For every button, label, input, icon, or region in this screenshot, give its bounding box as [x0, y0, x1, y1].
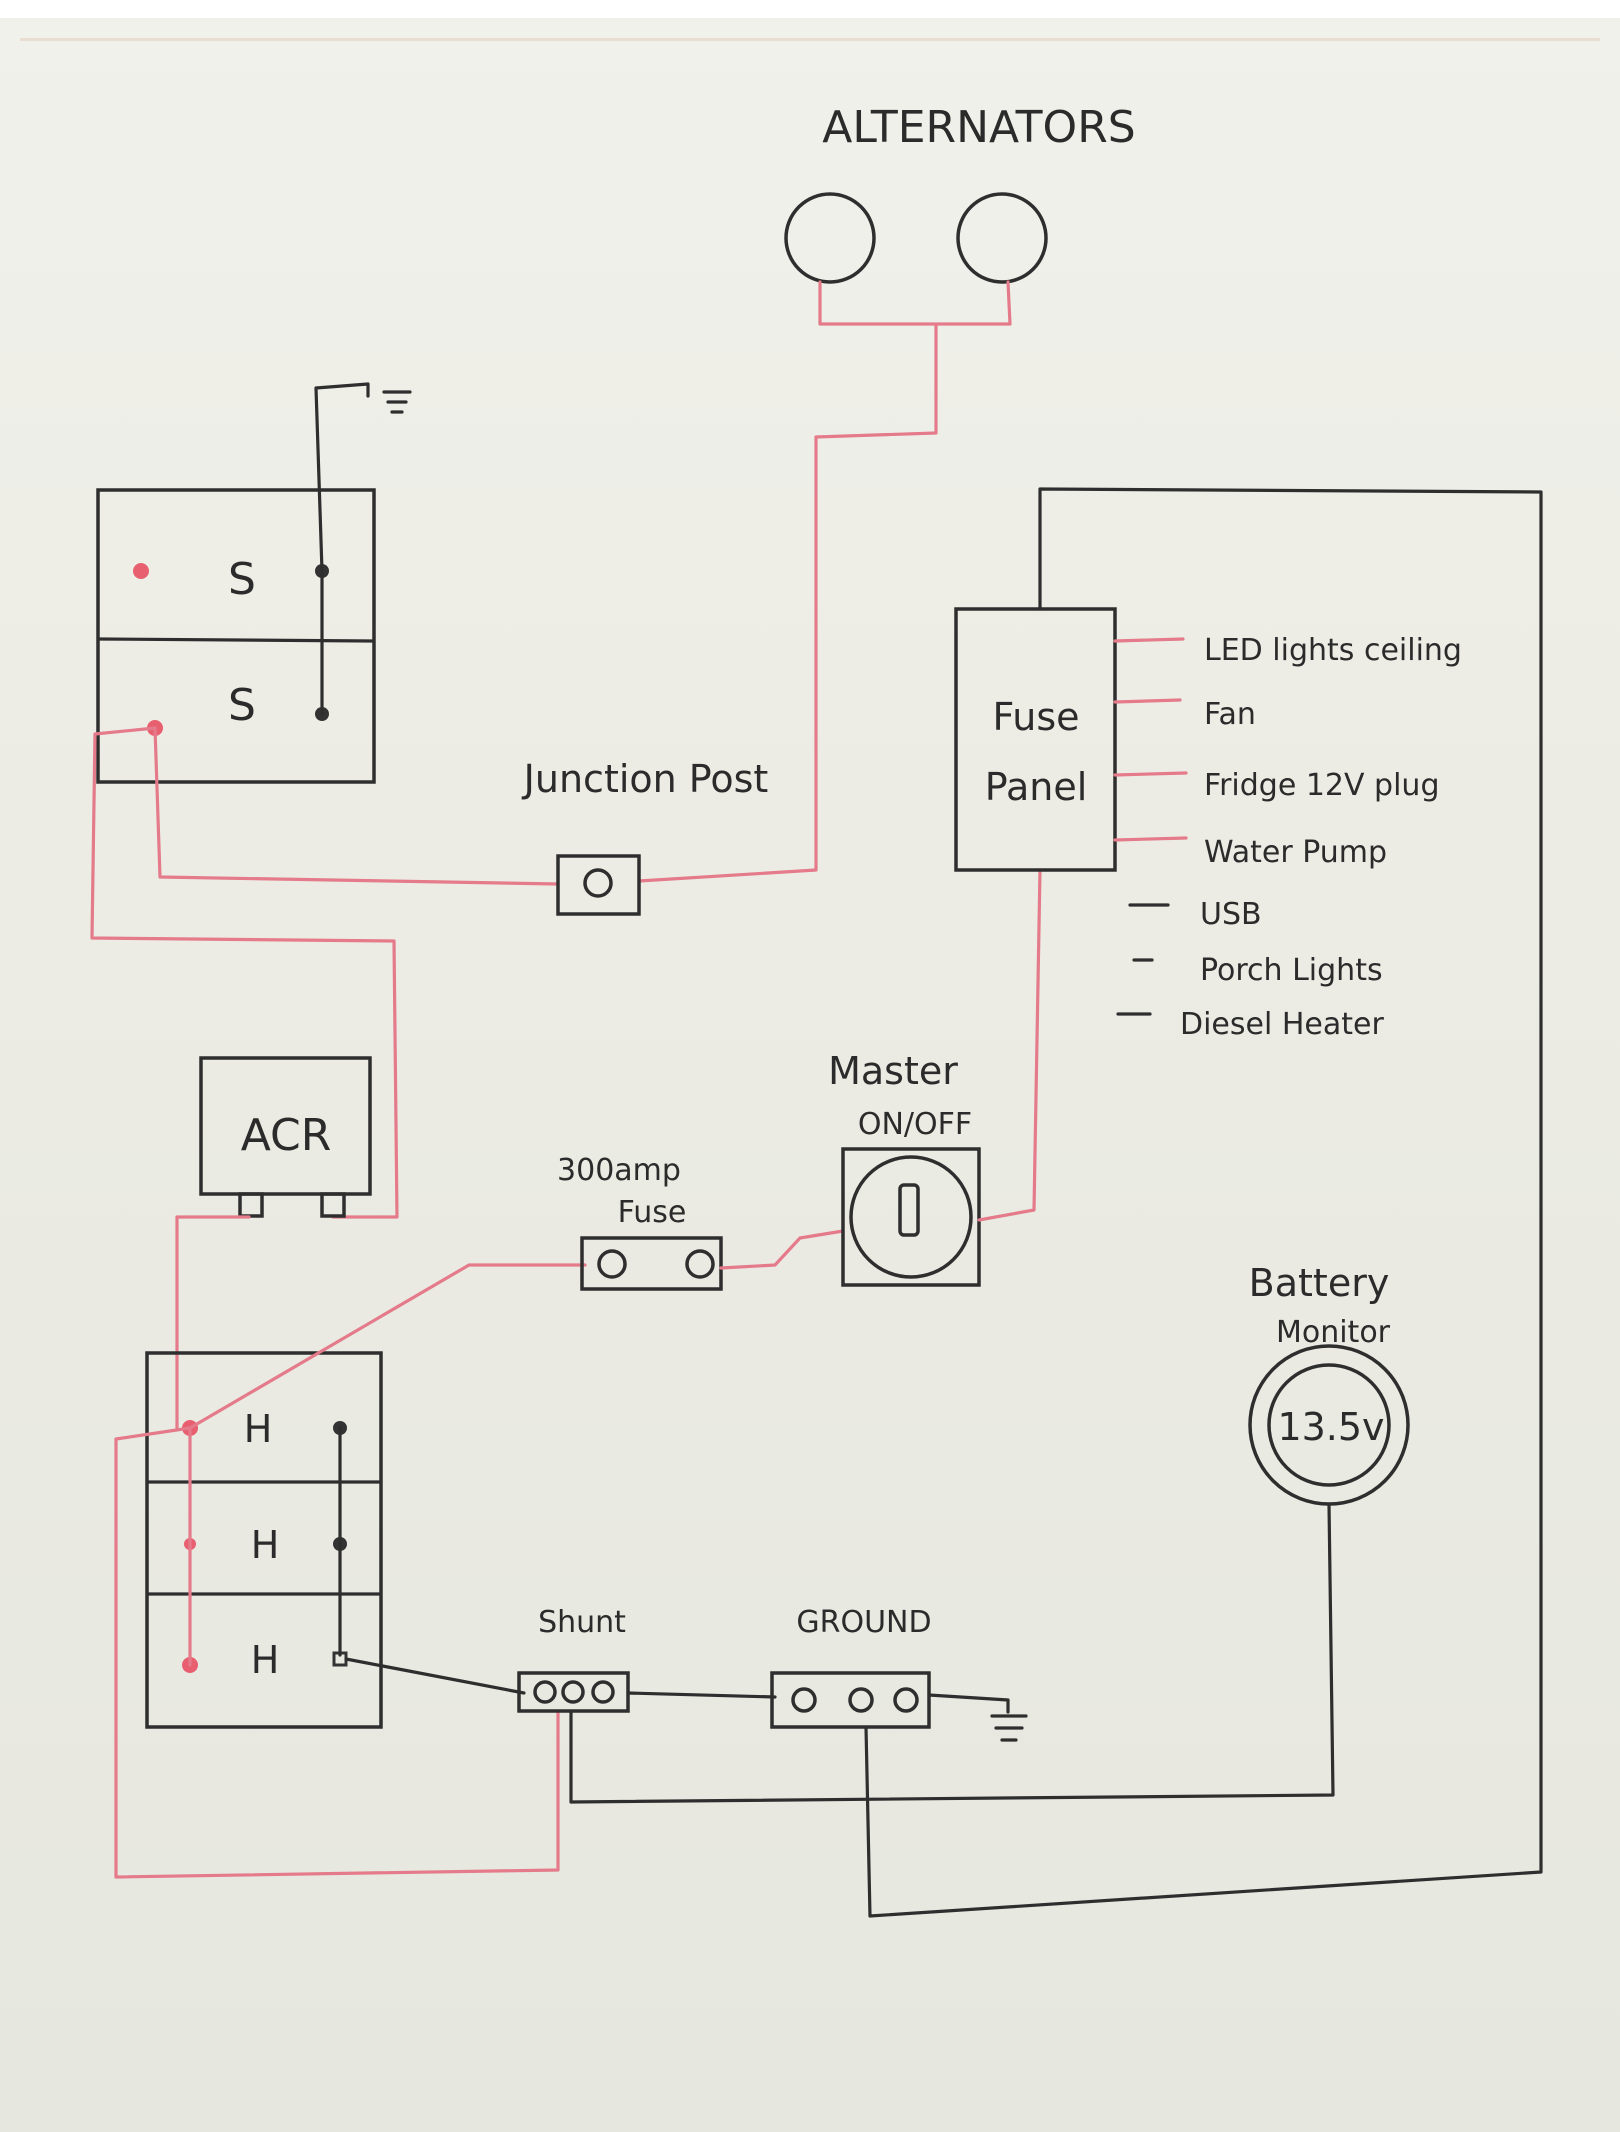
fuse-label-line1: 300amp — [557, 1153, 681, 1188]
alternators-label: ALTERNATORS — [822, 102, 1135, 153]
ground-stud — [893, 1687, 919, 1713]
fuse-stud — [685, 1249, 715, 1279]
house-negative-to-shunt-wire — [344, 1657, 526, 1695]
house-battery: H H H — [145, 1351, 383, 1729]
acr-box — [199, 1056, 372, 1196]
positive-terminal — [133, 563, 149, 579]
fuse-stud — [597, 1249, 627, 1279]
ground-stud — [791, 1687, 817, 1713]
ground-symbol-icon — [382, 390, 412, 414]
fuse-panel-label-line2: Panel — [985, 765, 1088, 809]
ground-label: GROUND — [796, 1605, 931, 1640]
house-cell-label: H — [251, 1638, 280, 1682]
master-switch[interactable] — [841, 1147, 981, 1287]
ground-stud — [848, 1687, 874, 1713]
load-label: Fridge 12V plug — [1204, 768, 1440, 803]
battery-monitor-label-line1: Battery — [1249, 1261, 1390, 1305]
shunt-label: Shunt — [538, 1605, 626, 1640]
300amp-fuse — [580, 1236, 723, 1291]
fuse-to-master-wire — [719, 1229, 845, 1270]
shunt-stud — [561, 1680, 585, 1704]
divider — [98, 637, 374, 643]
acr-label: ACR — [241, 1110, 332, 1161]
master-label-line2: ON/OFF — [858, 1107, 972, 1142]
load-label: Porch Lights — [1200, 953, 1383, 988]
load-label: USB — [1200, 897, 1262, 932]
house-battery-box — [145, 1351, 383, 1729]
house-cell-label: H — [251, 1523, 280, 1567]
battery-monitor-reading: 13.5v — [1277, 1405, 1384, 1449]
fuse-panel-return-wire — [864, 487, 1543, 1918]
load-wire — [1113, 637, 1185, 643]
ground-bus — [770, 1671, 931, 1729]
junction-post — [556, 854, 641, 916]
starter-battery-box — [96, 488, 376, 784]
fuse-panel — [954, 607, 1117, 872]
junction-post-label: Junction Post — [522, 757, 769, 801]
load-wire — [1113, 698, 1182, 704]
shunt-stud — [591, 1680, 615, 1704]
starter-to-acr-wire — [90, 726, 399, 1219]
paper-edge — [0, 0, 1620, 18]
alternator-positive-wire — [637, 280, 1012, 883]
master-switch-knob[interactable] — [849, 1155, 973, 1279]
acr-terminal — [238, 1192, 264, 1218]
alternator-2 — [956, 192, 1048, 284]
battery-monitor-label-line2: Monitor — [1276, 1315, 1391, 1350]
acr-terminal — [320, 1192, 346, 1218]
battery-monitor-wire — [569, 1502, 1335, 1804]
shunt-to-ground-wire — [626, 1691, 777, 1699]
house-to-shunt-red-wire — [114, 1426, 560, 1879]
master-label-line1: Master — [828, 1049, 958, 1093]
starter-battery: S S — [96, 382, 412, 784]
load-list: LED lights ceiling Fan Fridge 12V plug W… — [1113, 633, 1462, 1042]
fuse-label-line2: Fuse — [618, 1195, 687, 1230]
house-cell-label: H — [244, 1407, 273, 1451]
load-label: Fan — [1204, 697, 1256, 732]
starter-negative-wire — [314, 382, 370, 716]
load-wire — [1113, 836, 1188, 842]
acr-to-house-wire — [175, 1215, 251, 1430]
starter-cell-label: S — [228, 680, 256, 731]
starter-cell-label: S — [228, 554, 256, 605]
paper-top-line — [20, 38, 1600, 41]
load-label: Water Pump — [1204, 835, 1387, 870]
load-label: Diesel Heater — [1180, 1007, 1384, 1042]
fuse-panel-label-line1: Fuse — [992, 695, 1079, 739]
master-to-fuse-panel-wire — [977, 868, 1042, 1222]
starter-to-junction-wire — [153, 726, 560, 886]
load-label: LED lights ceiling — [1204, 633, 1462, 668]
battery-monitor-display — [1267, 1363, 1391, 1487]
ground-bus-to-chassis-wire — [927, 1693, 1010, 1714]
ground-symbol-icon — [990, 1714, 1028, 1742]
load-wire — [1113, 771, 1188, 777]
master-switch-handle — [898, 1183, 920, 1237]
alternator-1 — [784, 192, 876, 284]
house-to-fuse-wire — [188, 1263, 587, 1430]
junction-post-stud — [583, 868, 613, 898]
shunt-stud — [533, 1680, 557, 1704]
